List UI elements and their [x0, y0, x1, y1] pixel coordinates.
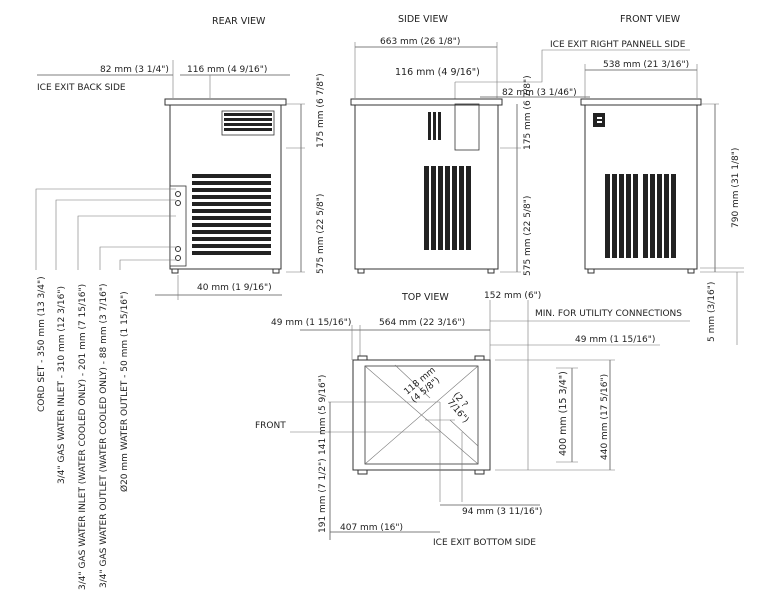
brand-logo: [593, 113, 605, 127]
front-top-lid: [580, 98, 702, 106]
rear-view: REAR VIEW: [35, 16, 326, 300]
rear-dim-175: 175 mm (6 7/8"): [316, 73, 326, 148]
side-top-lid: [350, 98, 503, 106]
top-dim-407: 407 mm (16"): [340, 523, 403, 533]
top-dim-440: 440 mm (17 5/16"): [600, 374, 610, 460]
rear-connection-plate: [169, 185, 187, 267]
connection-label: CORD SET - 350 mm (13 3/4"): [37, 276, 47, 412]
connection-label: 3/4" GAS WATER INLET - 310 mm (12 3/16"): [57, 286, 67, 484]
side-top-vent: [428, 112, 441, 140]
top-dim-49-left: 49 mm (1 15/16"): [271, 318, 351, 328]
connection-leaders: [35, 188, 176, 270]
front-view-title: FRONT VIEW: [620, 14, 681, 25]
top-inner-frame: [364, 365, 479, 465]
side-view: SIDE VIEW 663 mm (26 1/8") ICE EXIT RIGH…: [350, 14, 690, 276]
ice-exit-right-label: ICE EXIT RIGHT PANNELL SIDE: [550, 40, 686, 50]
front-dim-5: 5 mm (3/16"): [707, 282, 717, 342]
connection-label: Ø20 mm WATER OUTLET - 50 mm (1 15/16"): [119, 291, 130, 492]
top-dim-400: 400 mm (15 3/4"): [558, 371, 569, 456]
front-main-vent: [605, 174, 676, 258]
top-dim-191: 191 mm (7 1/2"): [318, 458, 328, 533]
rear-main-vent: [192, 174, 271, 255]
rear-dim-575: 575 mm (22 5/8"): [316, 194, 326, 274]
top-view-title: TOP VIEW: [401, 292, 449, 303]
connection-label: 3/4" GAS WATER OUTLET (WATER COOLED ONLY…: [99, 284, 109, 588]
rear-dim-116: 116 mm (4 9/16"): [187, 65, 267, 75]
side-view-title: SIDE VIEW: [398, 14, 448, 25]
rear-top-lid: [164, 98, 287, 106]
top-dim-564: 564 mm (22 3/16"): [379, 318, 465, 328]
connection-labels: CORD SET - 350 mm (13 3/4") 3/4" GAS WAT…: [37, 276, 130, 590]
side-dim-175: 175 mm (6 7/8"): [523, 75, 533, 150]
side-ice-exit: [454, 103, 480, 151]
side-dim-116: 116 mm (4 9/16"): [395, 67, 480, 78]
rear-view-title: REAR VIEW: [212, 16, 266, 27]
top-dim-141: 141 mm (5 9/16"): [318, 375, 328, 455]
side-dim-663: 663 mm (26 1/8"): [380, 37, 460, 47]
rear-top-vent: [221, 110, 275, 136]
front-dim-538: 538 mm (21 3/16"): [603, 60, 689, 70]
side-dim-82: 82 mm (3 1/46"): [502, 88, 577, 98]
top-dim-152: 152 mm (6"): [484, 291, 541, 301]
front-view: FRONT VIEW 538 mm (21 3/16") 790 mm (31: [580, 14, 744, 345]
ice-exit-back-label: ICE EXIT BACK SIDE: [37, 83, 126, 93]
top-dim-49-right: 49 mm (1 15/16"): [575, 335, 655, 345]
side-dim-575: 575 mm (22 5/8"): [523, 196, 533, 276]
rear-dim-40: 40 mm (1 9/16"): [197, 283, 272, 293]
side-main-vent: [424, 166, 471, 250]
top-view: TOP VIEW 152 mm (6") MIN. FOR UTILITY CO…: [255, 291, 690, 548]
front-dim-790: 790 mm (31 1/8"): [731, 148, 741, 228]
rear-dim-82: 82 mm (3 1/4"): [100, 65, 169, 75]
top-dim-94: 94 mm (3 11/16"): [462, 507, 542, 517]
min-utility-label: MIN. FOR UTILITY CONNECTIONS: [535, 309, 682, 319]
front-body: [584, 103, 698, 270]
connection-label: 3/4" GAS WATER INLET (WATER COOLED ONLY)…: [78, 284, 88, 590]
ice-exit-bottom-label: ICE EXIT BOTTOM SIDE: [433, 538, 536, 548]
rear-body: [169, 103, 282, 270]
front-label: FRONT: [255, 421, 286, 431]
